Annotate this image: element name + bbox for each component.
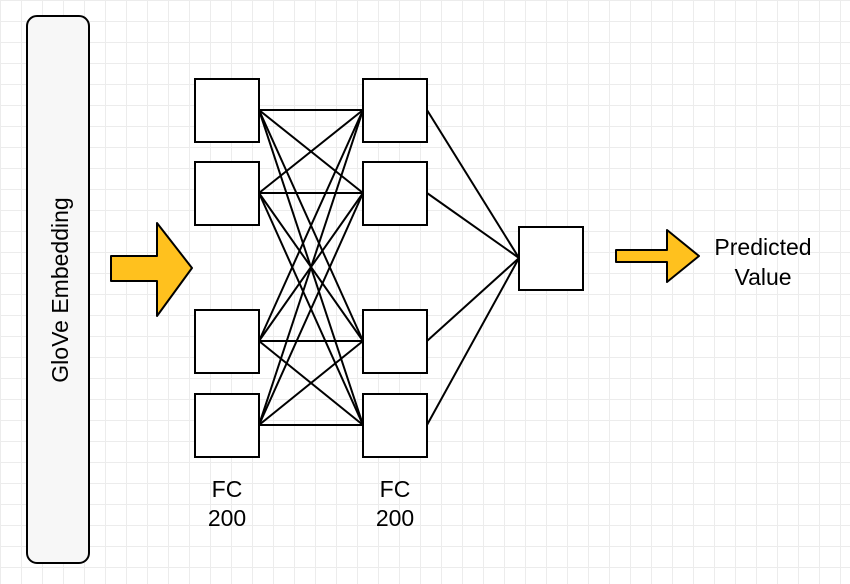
- layer-1-label-name: FC: [212, 476, 243, 502]
- connection-line: [258, 109, 364, 342]
- output-label-line-2: Value: [734, 264, 791, 290]
- connection-line: [258, 109, 364, 194]
- output-node: [518, 226, 584, 291]
- layer-1-node: [194, 393, 260, 458]
- connection-line: [426, 192, 520, 259]
- layer-1-node: [194, 309, 260, 374]
- connection-line: [258, 109, 364, 426]
- connection-line: [258, 340, 364, 426]
- connection-line: [426, 257, 520, 342]
- input-arrow: [110, 222, 193, 317]
- layer-1-node: [194, 78, 260, 143]
- layer-2-label-size: 200: [376, 505, 414, 531]
- glove-embedding-label: GloVe Embedding: [47, 197, 73, 382]
- connections: [258, 109, 520, 426]
- layer-1-node: [194, 161, 260, 226]
- layer-2-node: [362, 78, 428, 143]
- connection-line: [426, 109, 520, 259]
- layer-2-node: [362, 309, 428, 374]
- layer-1-nodes: [194, 78, 260, 458]
- layer-2-node: [362, 393, 428, 458]
- output-arrow: [615, 229, 700, 283]
- connection-line: [258, 192, 364, 426]
- glove-embedding-block: [26, 15, 90, 564]
- layer-2-node: [362, 161, 428, 226]
- layer-1-label-size: 200: [208, 505, 246, 531]
- output-label-line-1: Predicted: [714, 234, 811, 260]
- connection-line: [426, 257, 520, 426]
- layer-2-nodes: [362, 78, 428, 458]
- layer-2-label-name: FC: [380, 476, 411, 502]
